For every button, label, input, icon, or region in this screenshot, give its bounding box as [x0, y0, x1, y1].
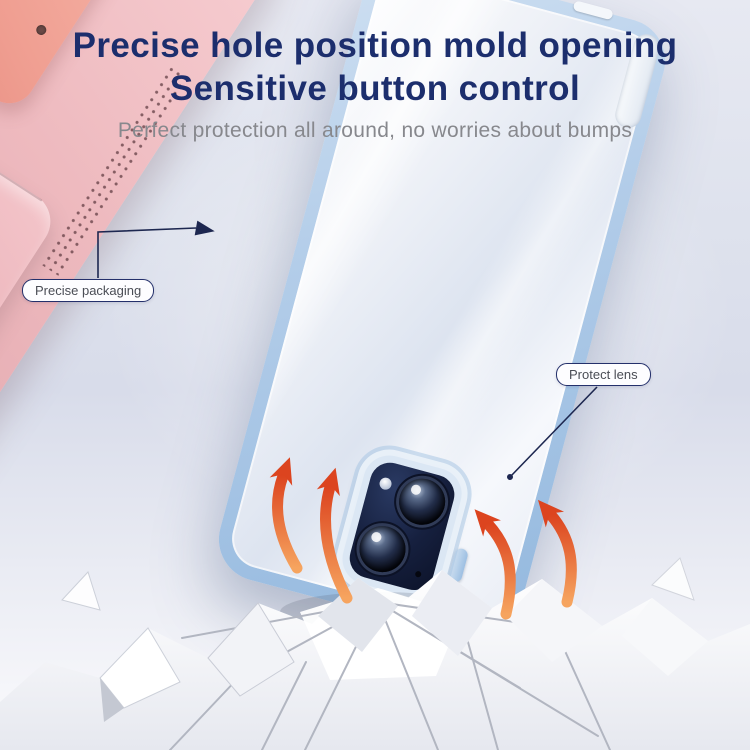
- curved-arrow-icon: [537, 499, 577, 608]
- headline-line2: Sensitive button control: [169, 69, 581, 109]
- ground-shard: [207, 602, 295, 697]
- callout-arrowhead-icon: [194, 220, 215, 236]
- headline-line1: Precise hole position mold opening: [72, 26, 678, 65]
- ground-shard: [622, 598, 708, 676]
- crack-lines: [169, 601, 611, 750]
- power-button-icon: [572, 0, 614, 21]
- callout-label: Protect lens: [569, 367, 638, 382]
- camera-module: [336, 449, 468, 604]
- camera-flash-icon: [378, 476, 393, 491]
- callout-precise-packaging: Precise packaging: [22, 279, 155, 302]
- headline-block: Precise hole position mold opening Sensi…: [0, 24, 750, 143]
- callout-protect-lens: Protect lens: [556, 363, 651, 386]
- subtitle: Perfect protection all around, no worrie…: [117, 118, 633, 142]
- camera-lens-icon: [393, 473, 451, 530]
- flying-shard: [651, 557, 695, 601]
- camera-lens-icon: [354, 520, 411, 578]
- ground-shard-side: [100, 678, 124, 722]
- flying-shard: [61, 571, 101, 611]
- camera-mic-icon: [414, 570, 422, 578]
- callout-connector-line: [97, 227, 197, 278]
- camera-plate: [345, 458, 459, 595]
- ground-shard: [99, 627, 181, 709]
- callout-label: Precise packaging: [35, 283, 142, 298]
- volume-button-icon: [447, 547, 470, 584]
